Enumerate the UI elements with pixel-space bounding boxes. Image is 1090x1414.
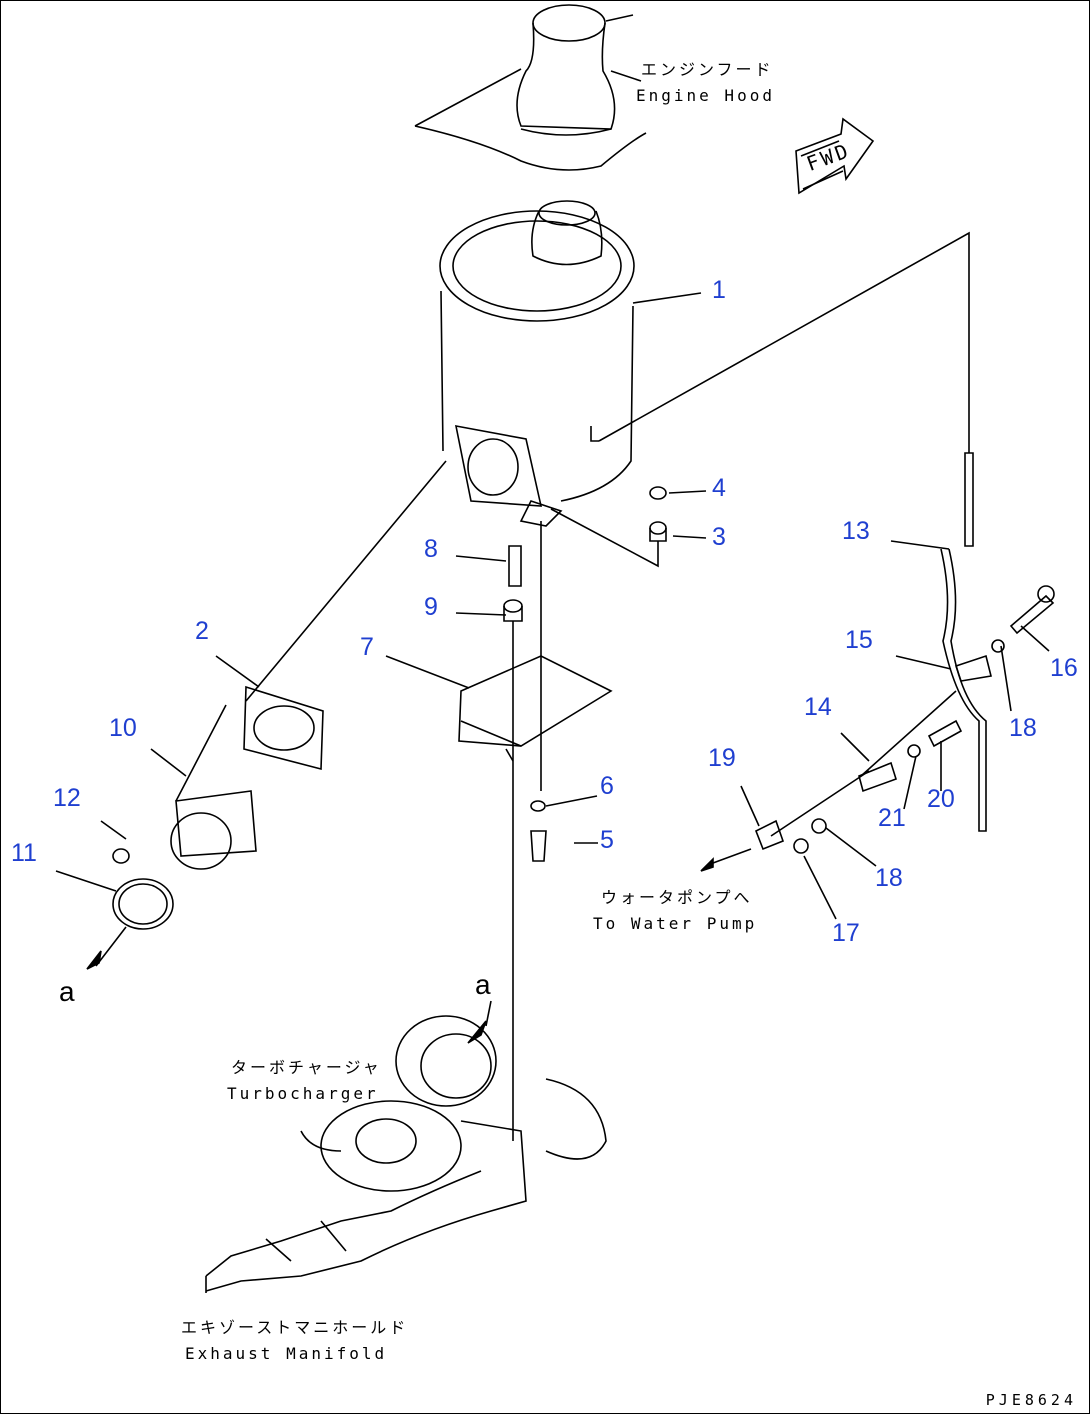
part-label-3[interactable]: 3: [712, 523, 726, 551]
part-label-15[interactable]: 15: [845, 626, 873, 654]
part-label-18b[interactable]: 18: [875, 864, 903, 892]
ref-a-turbo: a: [475, 969, 491, 1000]
small-parts: [112, 452, 1055, 930]
fwd-arrow: [795, 117, 875, 195]
engine-hood-caption-jp: エンジンフード: [641, 60, 774, 79]
ref-arrows: [86, 857, 714, 1044]
part-label-17[interactable]: 17: [832, 919, 860, 947]
part-label-11[interactable]: 11: [11, 839, 37, 867]
part-label-16[interactable]: 16: [1050, 654, 1078, 682]
leader-lines: [55, 231, 1050, 1141]
part-label-21[interactable]: 21: [878, 804, 906, 832]
part-label-6[interactable]: 6: [600, 772, 614, 800]
part-label-18[interactable]: 18: [1009, 714, 1037, 742]
part-label-7[interactable]: 7: [360, 633, 374, 661]
part-label-10[interactable]: 10: [109, 714, 137, 742]
water-pump-caption-en: To Water Pump: [593, 914, 758, 933]
part-label-13[interactable]: 13: [842, 517, 870, 545]
exhaust-caption-en: Exhaust Manifold: [185, 1344, 388, 1363]
part-label-14[interactable]: 14: [804, 693, 832, 721]
drawing-code: PJE8624: [985, 1391, 1077, 1409]
part-label-12[interactable]: 12: [53, 784, 81, 812]
part-label-1[interactable]: 1: [712, 276, 726, 304]
part-label-20[interactable]: 20: [927, 785, 955, 813]
part-label-2[interactable]: 2: [195, 617, 209, 645]
exhaust-caption-jp: エキゾーストマニホールド: [181, 1318, 409, 1337]
turbocharger-drawing: [205, 1015, 607, 1293]
ref-a-left: a: [59, 976, 75, 1007]
part-label-9[interactable]: 9: [424, 593, 438, 621]
engine-hood-drawing: [414, 4, 647, 171]
part-label-4[interactable]: 4: [712, 474, 726, 502]
air-cleaner-drawing: [439, 200, 635, 527]
water-pump-caption-jp: ウォータポンプへ: [601, 888, 753, 907]
turbo-caption-en: Turbocharger: [227, 1084, 379, 1103]
part-label-19[interactable]: 19: [708, 744, 736, 772]
part-label-5[interactable]: 5: [600, 826, 614, 854]
part-label-8[interactable]: 8: [424, 535, 438, 563]
turbo-caption-jp: ターボチャージャ: [231, 1058, 382, 1077]
engine-hood-caption-en: Engine Hood: [636, 86, 775, 105]
